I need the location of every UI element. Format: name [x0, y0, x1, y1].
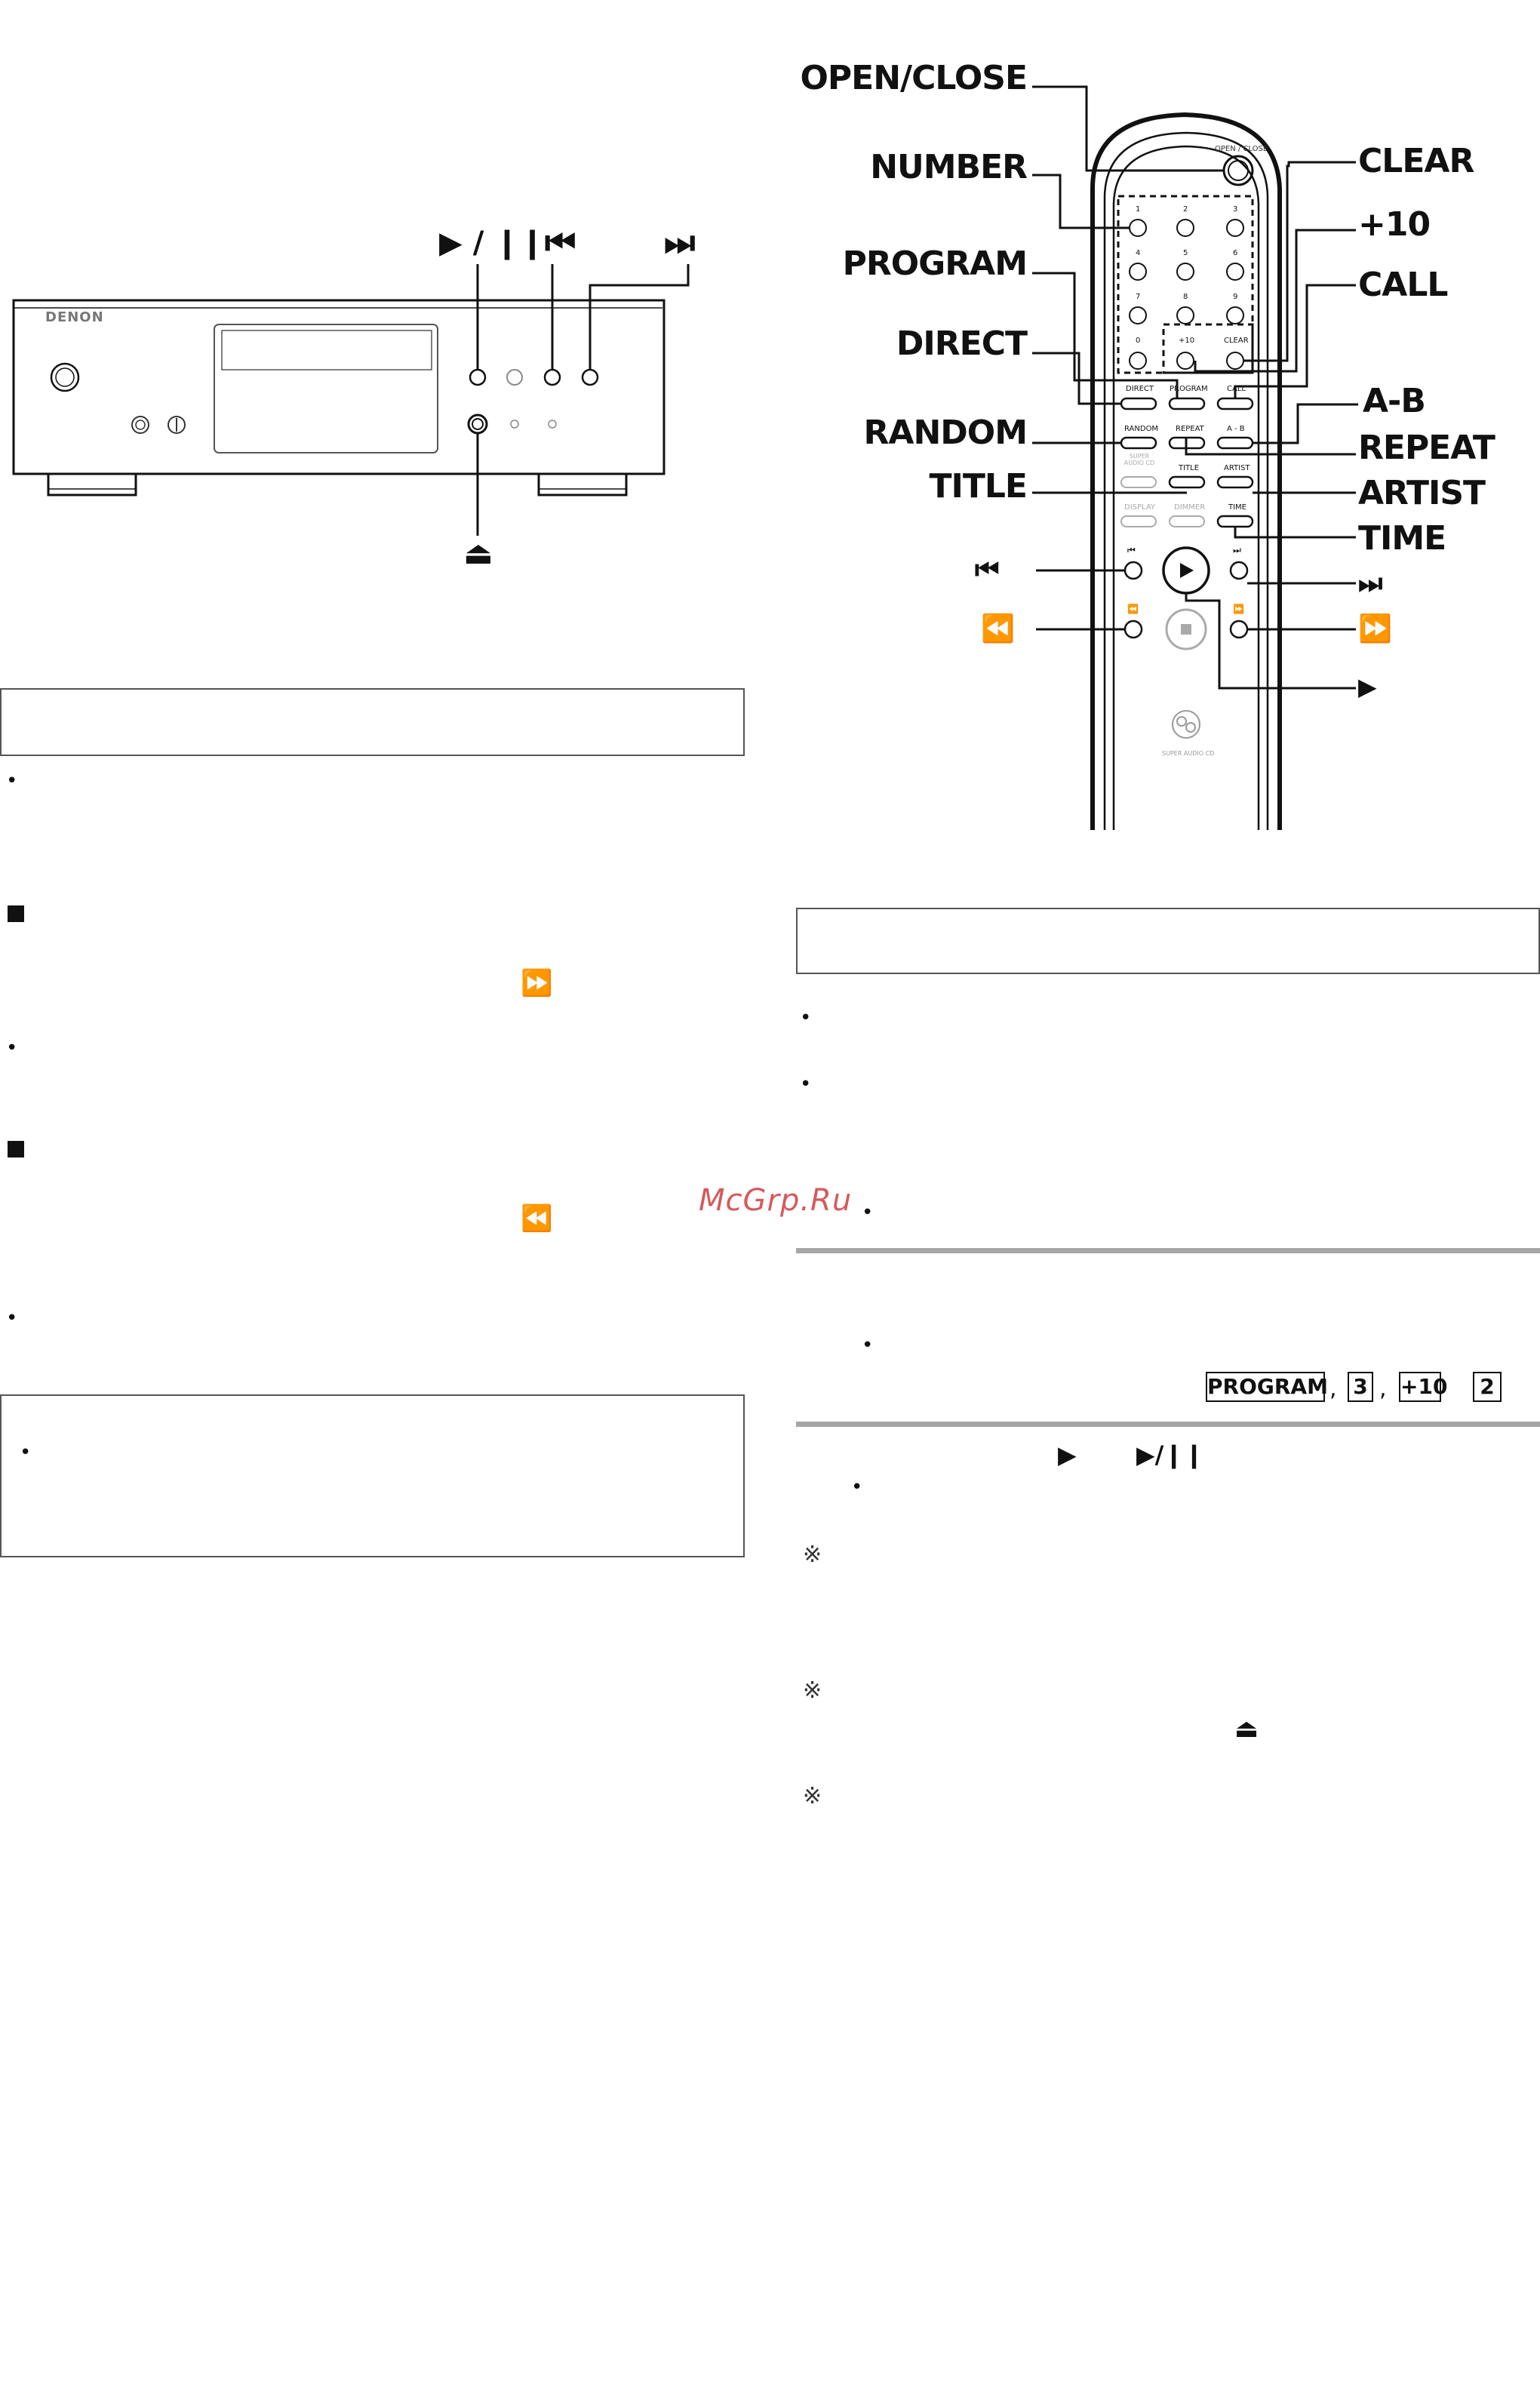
remote-key-3: 3 [1233, 205, 1238, 214]
section-rule [796, 1248, 1540, 1253]
remote-key-5: 5 [1183, 249, 1188, 257]
remote-label-direct: DIRECT [1126, 385, 1154, 393]
callout-program: PROGRAM [842, 244, 1028, 283]
brand-logo: DENON [45, 309, 104, 325]
remote-label-display: DISPLAY [1124, 503, 1156, 512]
reference-mark: ※ [803, 1783, 822, 1809]
callout-artist: ARTIST [1358, 474, 1486, 512]
left-heading-box [0, 688, 745, 756]
bullet: • [862, 1201, 874, 1224]
callout-time: TIME [1358, 519, 1446, 558]
callout-next: ⏭ [1358, 568, 1383, 599]
key-separator: , [1379, 1376, 1387, 1402]
remote-key-1: 1 [1136, 205, 1141, 214]
callout-open-close: OPEN/CLOSE [800, 59, 1028, 97]
remote-label-title: TITLE [1179, 464, 1200, 472]
remote-key-0: 0 [1136, 337, 1141, 345]
reference-mark: ※ [803, 1542, 822, 1568]
remote-sacd-logo-text: SUPER AUDIO CD [1162, 750, 1215, 757]
bullet: • [851, 1476, 863, 1499]
remote-key-plus10: +10 [1179, 337, 1195, 345]
play-glyph: ▶ [1058, 1440, 1077, 1469]
callout-call: CALL [1358, 266, 1448, 304]
watermark: McGrp.Ru [699, 1183, 853, 1218]
remote-open-close-label: OPEN / CLOSE [1215, 145, 1268, 153]
bullet: • [6, 770, 18, 792]
remote-key-2: 2 [1183, 205, 1188, 214]
eject-glyph: ⏏ [1234, 1714, 1259, 1744]
callout-random: RANDOM [863, 413, 1028, 452]
remote-label-call: CALL [1227, 385, 1246, 393]
remote-key-9: 9 [1233, 293, 1238, 301]
left-note-box [0, 1394, 745, 1557]
bullet: • [800, 1007, 812, 1029]
bullet: • [6, 1307, 18, 1330]
callout-play: ▶ [1358, 672, 1377, 701]
front-panel-drawing [12, 264, 690, 536]
remote-key-6: 6 [1233, 249, 1238, 257]
callout-direct: DIRECT [896, 324, 1028, 363]
remote-drawing [1032, 85, 1358, 830]
callout-rewind: ⏪ [981, 613, 1015, 644]
remote-label-repeat: REPEAT [1176, 425, 1204, 433]
reference-mark: ※ [803, 1677, 822, 1704]
remote-transport-ff-label: ⏩ [1233, 604, 1244, 614]
next-callout: ⏭ [664, 222, 696, 263]
remote-key-4: 4 [1136, 249, 1141, 257]
remote-key-8: 8 [1183, 293, 1188, 301]
remote-label-random: RANDOM [1124, 425, 1159, 433]
key-separator: , [1329, 1376, 1337, 1402]
callout-title: TITLE [929, 467, 1028, 506]
remote-label-sacd: SUPER AUDIO CD [1123, 453, 1155, 466]
callout-plus10: +10 [1358, 205, 1431, 244]
callout-prev: ⏮ [975, 555, 1000, 586]
number-3-key: 3 [1348, 1372, 1373, 1402]
section-marker [8, 1141, 24, 1157]
plus10-key: +10 [1399, 1372, 1447, 1402]
remote-stop-button [1165, 608, 1207, 650]
remote-transport-prev-label: ⏮ [1127, 545, 1136, 555]
callout-repeat: REPEAT [1358, 429, 1495, 467]
power-button [50, 362, 80, 392]
play-pause-glyph: ▶/❙❙ [1136, 1440, 1204, 1469]
section-marker [8, 905, 24, 922]
rewind-glyph: ⏪ [521, 1204, 553, 1234]
remote-label-dimmer: DIMMER [1174, 503, 1206, 512]
remote-key-7: 7 [1136, 293, 1141, 301]
program-key: PROGRAM [1206, 1372, 1328, 1402]
bullet: • [862, 1334, 874, 1357]
fast-forward-glyph: ⏩ [521, 968, 553, 998]
right-heading-box [796, 908, 1540, 974]
remote-label-artist: ARTIST [1224, 464, 1250, 472]
prev-callout: ⏮ [545, 222, 576, 263]
stop-button [506, 369, 523, 386]
callout-ab: A-B [1363, 382, 1426, 420]
remote-label-time: TIME [1228, 503, 1247, 512]
callout-fast-forward: ⏩ [1358, 613, 1392, 644]
remote-key-clear: CLEAR [1224, 337, 1249, 345]
section-rule [796, 1422, 1540, 1427]
remote-label-program: PROGRAM [1170, 385, 1208, 393]
bullet: • [6, 1037, 18, 1059]
remote-transport-rew-label: ⏪ [1127, 604, 1139, 614]
remote-label-ab: A - B [1227, 425, 1245, 433]
eject-callout: ⏏ [463, 534, 493, 571]
play-pause-callout: ▶ / ❙❙ [439, 226, 546, 260]
callout-number: NUMBER [870, 148, 1028, 186]
number-2-key: 2 [1473, 1372, 1502, 1402]
bullet: • [20, 1441, 32, 1464]
callout-clear: CLEAR [1358, 142, 1474, 180]
remote-transport-next-label: ⏭ [1233, 545, 1241, 555]
bullet: • [800, 1073, 812, 1096]
